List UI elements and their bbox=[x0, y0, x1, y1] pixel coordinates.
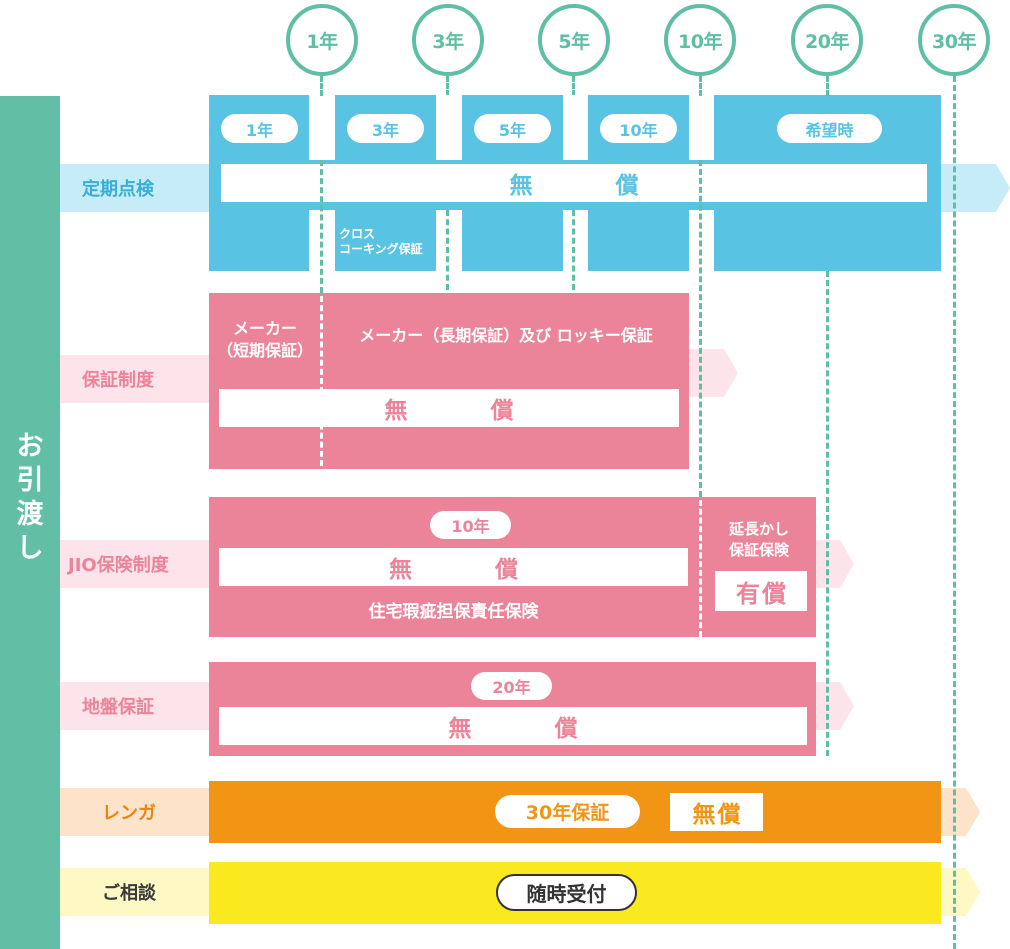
timeline-line-5-lower bbox=[572, 210, 575, 290]
pill-on-request: 希望時 bbox=[777, 114, 882, 143]
brick-pill-30-years: 30年保証 bbox=[495, 795, 640, 828]
handover-sidebar bbox=[0, 96, 60, 949]
timeline-line-20 bbox=[826, 76, 829, 96]
jio-divider bbox=[699, 500, 702, 637]
inspection-divider bbox=[572, 95, 575, 160]
timeline-line-5 bbox=[572, 76, 575, 96]
row-label-inspection: 定期点検 bbox=[60, 164, 210, 212]
jio-free-bar: 無 償 bbox=[219, 548, 688, 586]
row-label-brick: レンガ bbox=[60, 788, 210, 836]
timeline-line-20-lower bbox=[826, 271, 829, 756]
pill-year-1: 1年 bbox=[221, 114, 298, 143]
jio-paid-box: 有償 bbox=[715, 571, 807, 611]
timeline-line-10-lower bbox=[699, 160, 702, 497]
ground-pill-20-years: 20年 bbox=[471, 672, 552, 700]
year-marker-30: 30年 bbox=[918, 4, 990, 76]
warranty-block bbox=[209, 293, 689, 469]
inspection-free-bar: 無 償 bbox=[221, 164, 927, 202]
consult-arrow bbox=[936, 868, 980, 916]
row-label-ground: 地盤保証 bbox=[60, 682, 210, 730]
caulking-note: クロスコーキング保証 bbox=[339, 227, 423, 256]
maker-long-warranty: メーカー（長期保証）及び ロッキー保証 bbox=[359, 326, 653, 345]
pill-year-10: 10年 bbox=[600, 114, 677, 143]
maker-short-warranty: メーカー（短期保証） bbox=[216, 319, 313, 360]
row-label-jio: JIO保険制度 bbox=[60, 540, 210, 588]
year-marker-10: 10年 bbox=[664, 4, 736, 76]
warranty-arrow bbox=[684, 349, 738, 397]
brick-free-box: 無償 bbox=[670, 793, 763, 831]
consult-pill-anytime: 随時受付 bbox=[496, 874, 637, 911]
timeline-line-3-lower bbox=[446, 210, 449, 290]
timeline-line-30 bbox=[953, 76, 956, 949]
inspection-divider bbox=[446, 95, 449, 160]
ground-free-bar: 無 償 bbox=[219, 707, 807, 745]
pill-year-5: 5年 bbox=[474, 114, 551, 143]
ground-arrow bbox=[810, 682, 854, 730]
row-label-consult: ご相談 bbox=[60, 868, 210, 916]
warranty-free-bar: 無 償 bbox=[219, 389, 679, 427]
jio-pill-10-years: 10年 bbox=[430, 511, 511, 539]
warranty-divider bbox=[320, 296, 323, 466]
inspection-arrow bbox=[936, 164, 1010, 212]
row-label-warranty: 保証制度 bbox=[60, 355, 210, 403]
timeline-line-3 bbox=[446, 76, 449, 96]
jio-arrow bbox=[810, 540, 854, 588]
year-marker-5: 5年 bbox=[538, 4, 610, 76]
jio-extension-label: 延長かし保証保険 bbox=[728, 520, 789, 559]
year-marker-3: 3年 bbox=[412, 4, 484, 76]
brick-arrow bbox=[936, 788, 980, 836]
timeline-line-10 bbox=[699, 76, 702, 96]
pill-year-3: 3年 bbox=[347, 114, 424, 143]
timeline-line-1-lower bbox=[320, 160, 323, 293]
handover-label: お引渡し bbox=[16, 431, 44, 564]
jio-defect-insurance: 住宅瑕疵担保責任保険 bbox=[368, 602, 539, 622]
year-marker-1: 1年 bbox=[286, 4, 358, 76]
year-marker-20: 20年 bbox=[791, 4, 863, 76]
timeline-line-1 bbox=[320, 76, 323, 96]
